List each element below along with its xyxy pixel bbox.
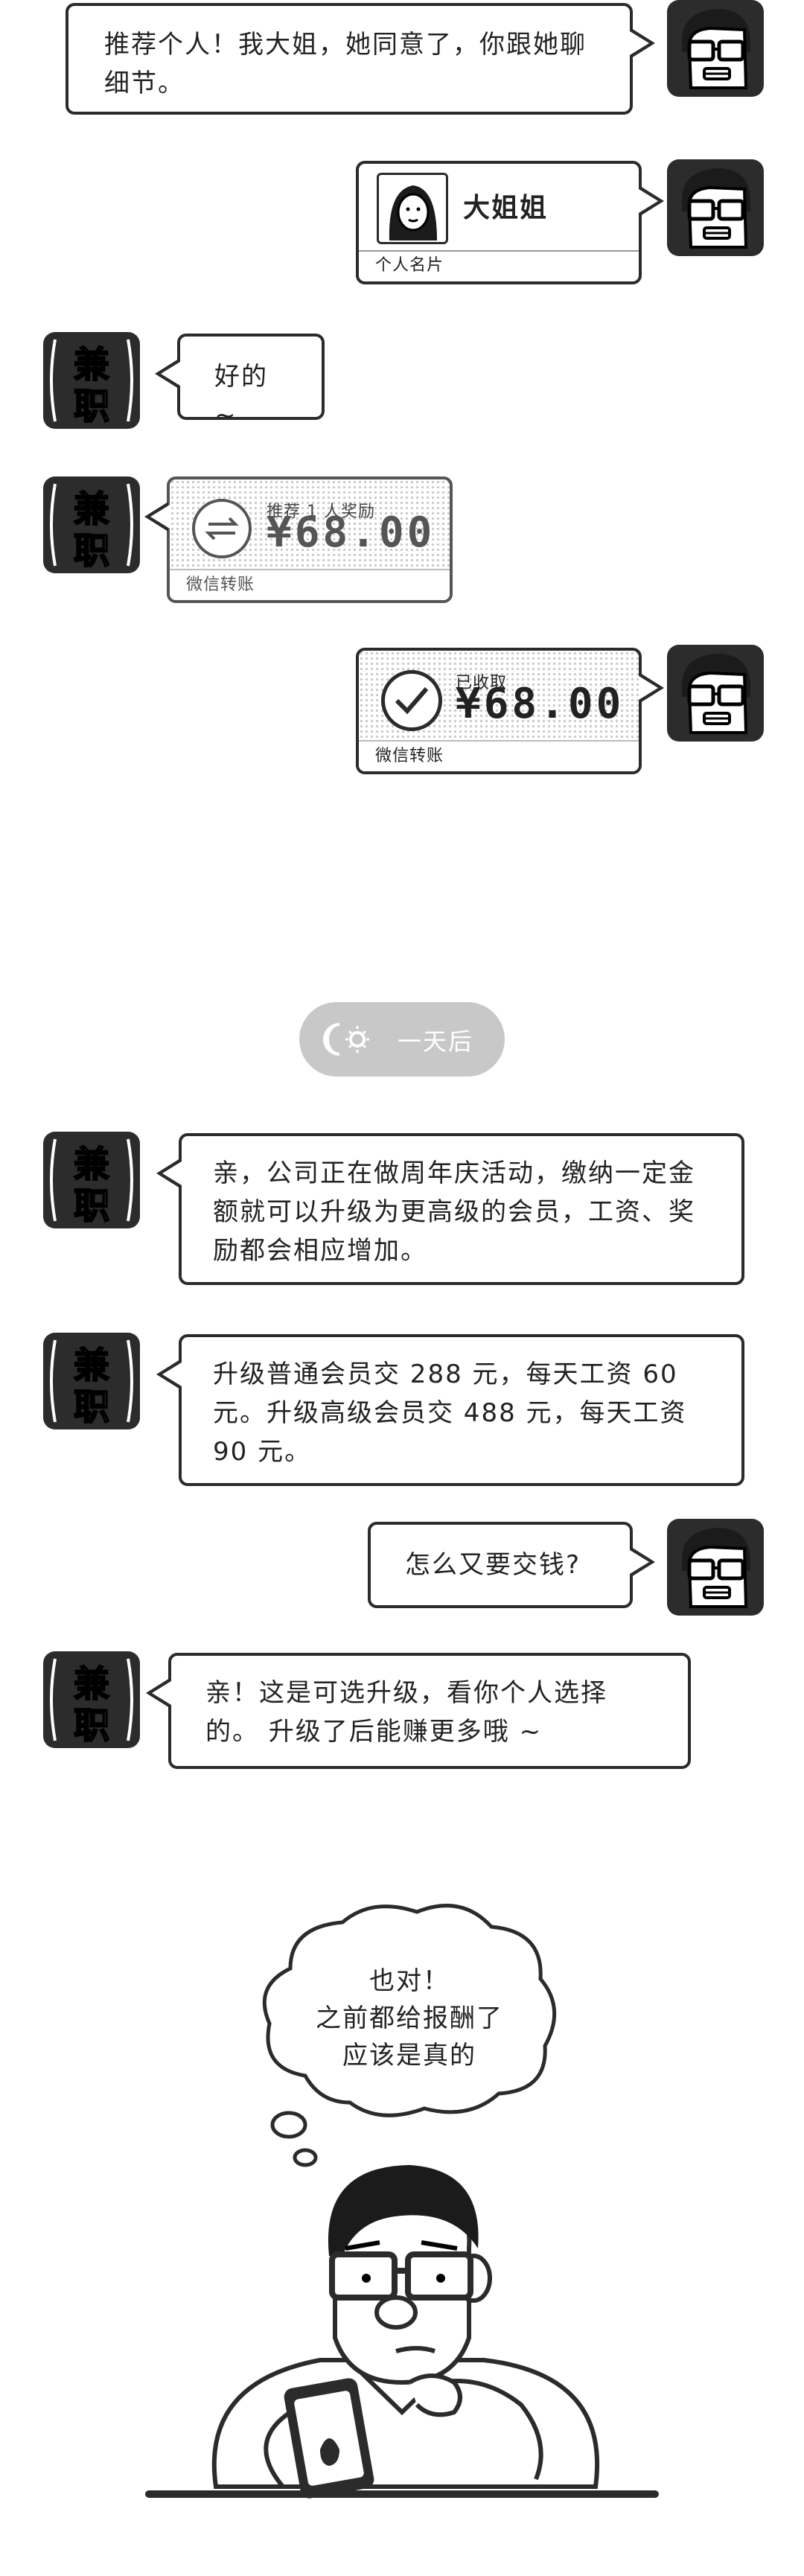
contact-card[interactable]: 大姐姐 个人名片 bbox=[356, 161, 664, 284]
message-bubble-left[interactable]: 亲，公司正在做周年庆活动，缴纳一定金额就可以升级为更高级的会员，工资、奖励都会相… bbox=[156, 1133, 744, 1285]
user-avatar[interactable] bbox=[667, 0, 764, 97]
check-circle-icon bbox=[381, 670, 442, 731]
transfer-amount: ¥68.00 bbox=[456, 680, 625, 728]
thought-dots bbox=[270, 2111, 318, 2167]
thought-text: 也对！ 之前都给报酬了 应该是真的 bbox=[253, 1963, 566, 2074]
recruiter-avatar[interactable]: 兼 职 bbox=[43, 476, 140, 573]
contact-avatar bbox=[377, 173, 448, 244]
message-bubble-left[interactable]: 亲！这是可选升级，看你个人选择的。 升级了后能赚更多哦 ~ bbox=[146, 1653, 691, 1769]
message-bubble-right[interactable]: 推荐个人！我大姐，她同意了，你跟她聊细节。 bbox=[66, 3, 655, 115]
message-text: 推荐个人！我大姐，她同意了，你跟她聊细节。 bbox=[104, 30, 587, 98]
avatar-glyph-top: 兼 bbox=[74, 1663, 109, 1705]
avatar-glyph-top: 兼 bbox=[74, 1345, 109, 1386]
avatar-glyph-bottom: 职 bbox=[74, 386, 109, 427]
avatar-glyph-bottom: 职 bbox=[74, 530, 109, 572]
message-text: 亲！这是可选升级，看你个人选择的。 升级了后能赚更多哦 ~ bbox=[205, 1678, 607, 1747]
avatar-glyph-top: 兼 bbox=[74, 1144, 109, 1185]
time-divider: 一天后 bbox=[299, 1002, 505, 1077]
thinking-man-illustration bbox=[145, 2165, 659, 2499]
transfer-note: 推荐 1 人奖励 bbox=[267, 503, 375, 521]
thought-cloud bbox=[262, 1904, 557, 2117]
avatar-glyph-top: 兼 bbox=[74, 344, 109, 386]
recruiter-avatar[interactable]: 兼 职 bbox=[43, 1651, 140, 1748]
avatar-glyph-bottom: 职 bbox=[74, 1185, 109, 1227]
thought-line: 也对！ bbox=[369, 1966, 450, 1996]
recruiter-avatar[interactable]: 兼 职 bbox=[43, 332, 140, 429]
message-bubble-left[interactable]: 好的 ~ bbox=[155, 334, 325, 430]
recruiter-avatar[interactable]: 兼 职 bbox=[43, 1132, 140, 1228]
transfer-arrows-icon bbox=[192, 499, 252, 558]
message-text: 怎么又要交钱? bbox=[405, 1550, 581, 1580]
moon-sun-icon bbox=[323, 1023, 369, 1056]
contact-card-label: 个人名片 bbox=[359, 250, 639, 281]
message-text: 好的 ~ bbox=[214, 362, 268, 430]
recruiter-avatar[interactable]: 兼 职 bbox=[43, 1333, 140, 1429]
divider-text: 一天后 bbox=[398, 1027, 474, 1056]
transfer-label: 微信转账 bbox=[359, 740, 639, 771]
thought-line: 之前都给报酬了 bbox=[316, 2003, 503, 2033]
message-text: 亲，公司正在做周年庆活动，缴纳一定金额就可以升级为更高级的会员，工资、奖励都会相… bbox=[213, 1158, 695, 1266]
transfer-card-received[interactable]: 已收取 ¥68.00 微信转账 bbox=[356, 648, 664, 774]
avatar-glyph-bottom: 职 bbox=[74, 1705, 109, 1747]
user-avatar[interactable] bbox=[667, 1519, 764, 1616]
transfer-label: 微信转账 bbox=[170, 569, 450, 600]
user-avatar[interactable] bbox=[667, 645, 764, 742]
user-avatar[interactable] bbox=[667, 159, 764, 256]
contact-name: 大姐姐 bbox=[463, 193, 549, 223]
avatar-glyph-bottom: 职 bbox=[74, 1386, 109, 1428]
message-text: 升级普通会员交 288 元，每天工资 60 元。升级高级会员交 488 元，每天… bbox=[213, 1359, 687, 1467]
avatar-glyph-top: 兼 bbox=[74, 488, 109, 530]
message-bubble-left[interactable]: 升级普通会员交 288 元，每天工资 60 元。升级高级会员交 488 元，每天… bbox=[156, 1334, 744, 1486]
transfer-note: 已收取 bbox=[456, 674, 508, 692]
transfer-amount: ¥68.00 bbox=[267, 508, 436, 557]
transfer-card-incoming[interactable]: 推荐 1 人奖励 ¥68.00 微信转账 bbox=[144, 476, 453, 603]
thought-line: 应该是真的 bbox=[342, 2041, 476, 2070]
message-bubble-right[interactable]: 怎么又要交钱? bbox=[368, 1522, 655, 1608]
